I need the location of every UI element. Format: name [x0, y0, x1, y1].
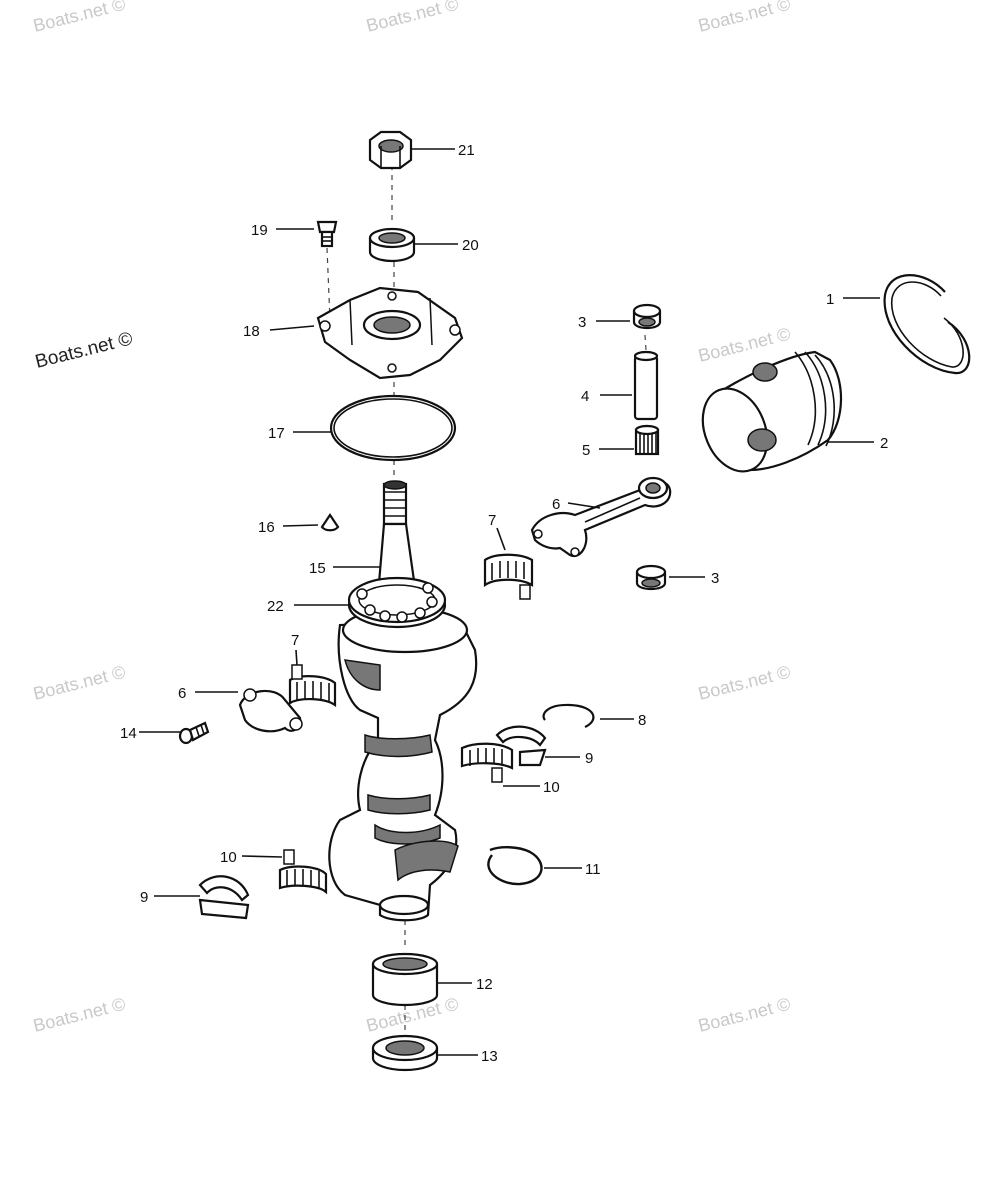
watermark: Boats.net ©: [31, 662, 127, 704]
callout-3: 3: [578, 314, 586, 331]
piston-part: [701, 350, 843, 473]
callout-22: 22: [267, 598, 284, 615]
watermark: Boats.net ©: [696, 662, 792, 704]
callout-20: 20: [462, 237, 479, 254]
callout-18: 18: [243, 323, 260, 340]
callout-3: 3: [711, 570, 719, 587]
retaining-ring-part: [542, 703, 595, 728]
callout-17: 17: [268, 425, 285, 442]
needle-cage-part: [278, 849, 328, 895]
callout-7: 7: [291, 632, 299, 649]
callout-16: 16: [258, 519, 275, 536]
callout-21: 21: [458, 142, 475, 159]
callout-2: 2: [880, 435, 888, 452]
crankshaft-part: [328, 480, 478, 922]
roller-bearing-part: [371, 952, 439, 1007]
watermark: Boats.net ©: [31, 994, 127, 1036]
callout-6: 6: [178, 685, 186, 702]
seal-part: [368, 227, 416, 263]
snap-ring-part: [487, 846, 543, 886]
needle-bearing-part: [634, 424, 660, 456]
callout-19: 19: [251, 222, 268, 239]
woodruff-key-part: [320, 513, 340, 532]
watermark: Boats.net ©: [364, 0, 460, 36]
rod-screw-part: [178, 721, 210, 745]
needle-cage-part: [460, 742, 514, 783]
hex-nut-part: [368, 130, 413, 170]
bearing-race-part: [495, 725, 547, 767]
callout-14: 14: [120, 725, 137, 742]
ball-bearing-part: [347, 576, 447, 629]
thrust-washer-part: [635, 564, 667, 591]
o-ring-part: [329, 394, 457, 462]
connecting-rod-part: [530, 476, 672, 558]
callout-10: 10: [543, 779, 560, 796]
rod-cap-part: [238, 688, 303, 733]
watermark: Boats.net ©: [33, 328, 135, 372]
callout-9: 9: [140, 889, 148, 906]
needle-cage-part: [483, 553, 534, 600]
callout-1: 1: [826, 291, 834, 308]
callout-labels: 21 20 19 18 17 16 15 22 1 2 3 4 5 6 3 7 …: [120, 142, 888, 1065]
leader-lines: [139, 148, 880, 1056]
watermark: Boats.net ©: [696, 324, 792, 366]
callout-5: 5: [582, 442, 590, 459]
callout-10: 10: [220, 849, 237, 866]
callout-6: 6: [552, 496, 560, 513]
end-cap-part: [316, 286, 464, 380]
watermark: Boats.net ©: [31, 0, 127, 36]
assembly-axis: [326, 247, 331, 321]
piston-ring-part: [883, 274, 971, 375]
washer-part: [371, 1034, 439, 1072]
callout-12: 12: [476, 976, 493, 993]
screw-part: [316, 220, 338, 248]
bearing-race-part: [198, 875, 250, 920]
watermark: Boats.net ©: [696, 994, 792, 1036]
callout-7: 7: [488, 512, 496, 529]
callout-15: 15: [309, 560, 326, 577]
needle-cage-part: [288, 664, 337, 708]
callout-8: 8: [638, 712, 646, 729]
callout-4: 4: [581, 388, 589, 405]
callout-13: 13: [481, 1048, 498, 1065]
wrist-pin-part: [633, 350, 659, 421]
thrust-washer-part: [632, 303, 662, 330]
callout-9: 9: [585, 750, 593, 767]
watermark: Boats.net ©: [696, 0, 792, 36]
assembly-axis: [644, 334, 647, 351]
callout-11: 11: [585, 861, 601, 878]
